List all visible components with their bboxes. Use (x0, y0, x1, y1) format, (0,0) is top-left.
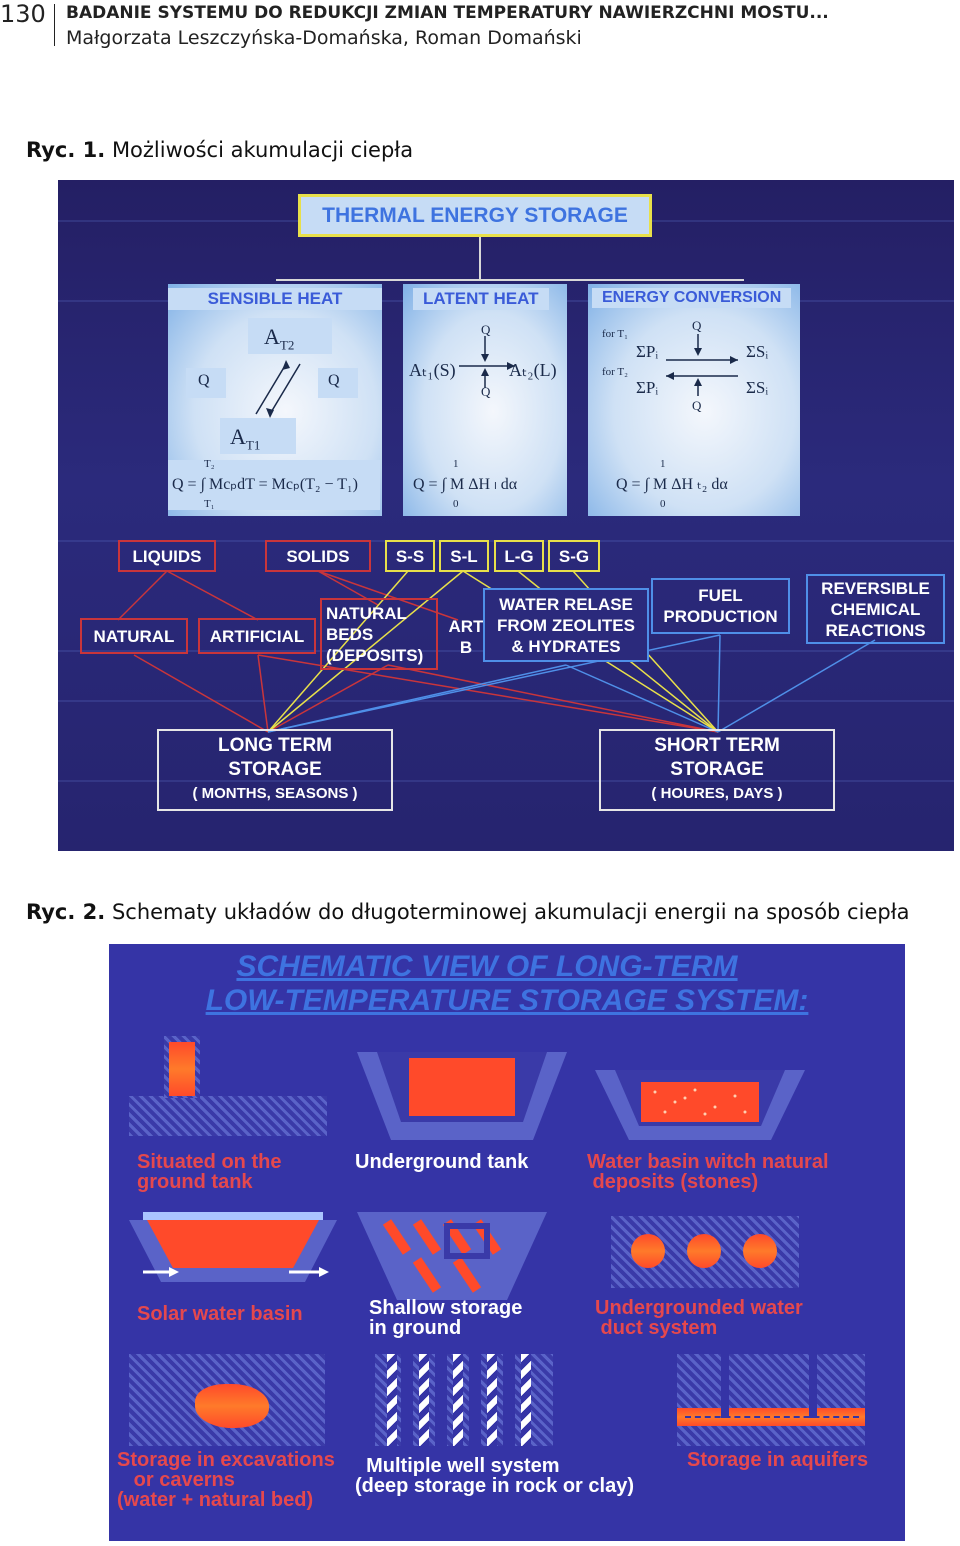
sensible-formula: Q = ∫ McₚdT = Mcₚ(T₂ − T₁) (172, 476, 358, 493)
latent-right-state: Aₜ₂(L) (509, 360, 557, 380)
conv-upper-limit: 1 (660, 458, 666, 470)
figure-long-term-storage-systems: SCHEMATIC VIEW OF LONG-TERM LOW-TEMPERAT… (109, 944, 905, 1541)
conv-q-bottom: Q (692, 398, 702, 413)
sensible-lower-limit: T₁ (204, 498, 215, 510)
label-aquifers: Storage in aquifers (687, 1449, 869, 1471)
running-title: BADANIE SYSTEMU DO REDUKCJI ZMIAN TEMPER… (66, 3, 829, 23)
latent-heat-panel: LATENT HEAT Q Aₜ₁(S) Aₜ₂(L) Q 1 0 Q = ∫ … (403, 284, 567, 516)
sensible-arrows (255, 360, 301, 418)
sum-p-2: ΣPᵢ (636, 378, 659, 397)
water-release-box: WATER RELASE FROM ZEOLITES & HYDRATES (483, 588, 649, 662)
sensible-heat-title: SENSIBLE HEAT (168, 288, 382, 310)
label-underground-tank: Underground tank (355, 1151, 529, 1173)
label-solar-water-basin: Solar water basin (137, 1303, 303, 1325)
conv-q-top: Q (692, 318, 702, 333)
ss-box: S-S (385, 540, 435, 572)
at1-label: AT1 (230, 424, 261, 453)
q-left: Q (198, 372, 210, 389)
q-right: Q (328, 372, 340, 389)
liquids-box: LIQUIDS (118, 540, 216, 572)
conv-formula: Q = ∫ M ΔH ₜ₂ dα (616, 476, 728, 493)
fig2-caption-label: Ryc. 2. (26, 900, 106, 924)
header-divider (54, 4, 55, 46)
sum-s-1: ΣSᵢ (746, 342, 769, 361)
solids-box: SOLIDS (265, 540, 371, 572)
fig1-caption-label: Ryc. 1. (26, 138, 106, 162)
sg-box: S-G (548, 540, 600, 572)
for-t2: for T₂ (602, 366, 628, 378)
thermal-energy-storage-title: THERMAL ENERGY STORAGE (298, 194, 652, 237)
long-term-storage-box: LONG TERM STORAGE ( MONTHS, SEASONS ) (157, 729, 393, 811)
fig2-caption-text: Schematy układów do długoterminowej akum… (111, 900, 910, 924)
fig2-title-line2: LOW-TEMPERATURE STORAGE SYSTEM: (205, 984, 809, 1017)
sensible-upper-limit: T₂ (204, 458, 215, 470)
latent-q-bottom: Q (481, 384, 491, 399)
fig1-caption: Ryc. 1. Możliwości akumulacji ciepła (26, 138, 413, 162)
natural-box: NATURAL (80, 618, 188, 654)
label-water-basin: Water basin witch natural deposits (ston… (587, 1151, 829, 1193)
label-situated-on-ground-tank: Situated on the ground tank (137, 1151, 282, 1193)
short-term-storage-box: SHORT TERM STORAGE ( HOURES, DAYS ) (599, 729, 835, 811)
latent-formula: Q = ∫ M ΔH ₗ dα (413, 476, 518, 493)
figure-thermal-energy-storage: THERMAL ENERGY STORAGE SENSIBLE HEAT AT2… (58, 180, 954, 851)
energy-conversion-panel: ENERGY CONVERSION for T₁ Q ΣPᵢ ΣSᵢ for T… (588, 284, 800, 516)
latent-q-top: Q (481, 322, 491, 337)
sl-box: S-L (439, 540, 489, 572)
sum-s-2: ΣSᵢ (746, 378, 769, 397)
latent-left-state: Aₜ₁(S) (409, 360, 456, 380)
conversion-arrows (666, 334, 738, 396)
energy-conversion-title: ENERGY CONVERSION (592, 288, 792, 308)
running-authors: Małgorzata Leszczyńska-Domańska, Roman D… (66, 27, 582, 49)
latent-upper-limit: 1 (453, 458, 459, 470)
latent-arrows (459, 336, 515, 388)
fig1-caption-text: Możliwości akumulacji ciepła (111, 138, 414, 162)
latent-lower-limit: 0 (453, 498, 459, 510)
fig2-title-line1: SCHEMATIC VIEW OF LONG-TERM (236, 950, 738, 983)
artificial-beds-box-partial: ART B (448, 617, 484, 657)
conv-lower-limit: 0 (660, 498, 666, 510)
page-number: 130 (0, 0, 46, 28)
natural-beds-box: NATURAL BEDS (DEPOSITS) (320, 598, 438, 670)
sum-p-1: ΣPᵢ (636, 342, 659, 361)
lg-box: L-G (494, 540, 544, 572)
latent-heat-title: LATENT HEAT (413, 288, 549, 310)
reversible-reactions-box: REVERSIBLE CHEMICAL REACTIONS (806, 574, 945, 644)
label-multiple-well: Multiple well system (deep storage in ro… (355, 1455, 634, 1497)
at2-label: AT2 (264, 324, 295, 353)
artificial-box: ARTIFICIAL (198, 618, 316, 654)
fuel-production-box: FUEL PRODUCTION (651, 578, 790, 634)
label-duct-system: Undergrounded water duct system (595, 1297, 803, 1339)
sensible-heat-panel: SENSIBLE HEAT AT2 Q Q AT1 T₂ T₁ Q = ∫ Mc… (168, 284, 382, 516)
label-shallow-storage: Shallow storage in ground (369, 1297, 523, 1339)
label-excavations: Storage in excavations or caverns (water… (117, 1449, 335, 1511)
fig2-caption: Ryc. 2. Schematy układów do długotermino… (26, 900, 910, 924)
for-t1: for T₁ (602, 328, 628, 340)
